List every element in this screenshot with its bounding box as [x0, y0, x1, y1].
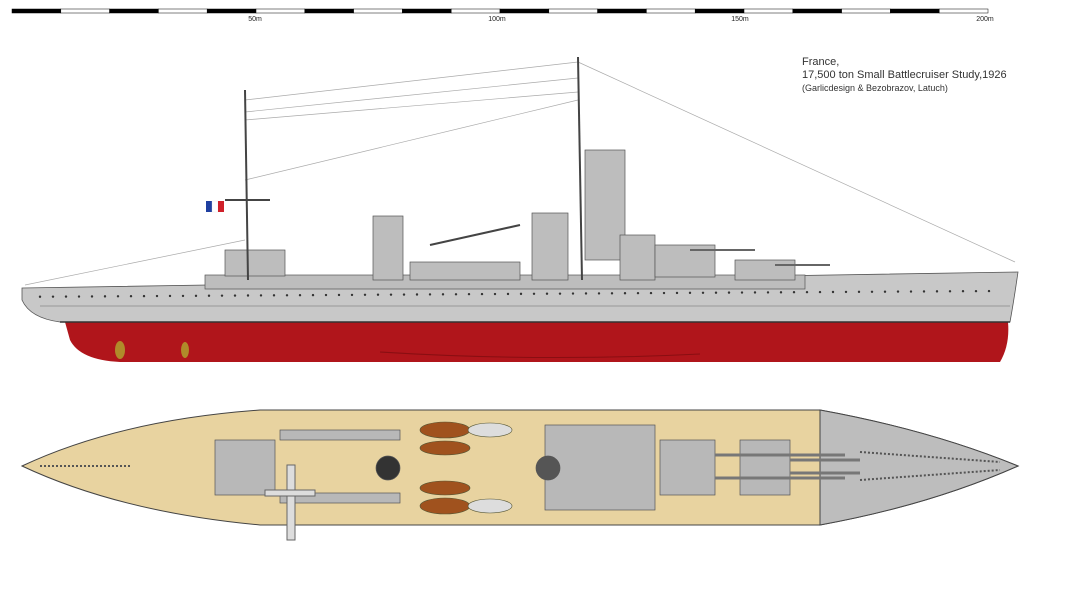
porthole: [480, 292, 484, 296]
porthole: [753, 291, 757, 294]
caption: France, 17,500 ton Small Battlecruiser S…: [802, 56, 1007, 95]
propellers: [115, 341, 189, 359]
rigging: [24, 61, 1016, 286]
porthole: [792, 291, 796, 294]
porthole: [805, 290, 809, 294]
french-flag-icon: [206, 200, 224, 213]
porthole: [948, 290, 952, 293]
porthole: [532, 292, 536, 295]
porthole: [311, 293, 315, 297]
scale-label-50: 50m: [248, 16, 262, 23]
porthole: [428, 293, 432, 296]
porthole: [181, 294, 185, 298]
porthole: [831, 290, 835, 294]
porthole: [935, 290, 939, 293]
porthole: [337, 293, 341, 297]
porthole: [389, 293, 393, 296]
porthole: [285, 294, 289, 297]
porthole: [441, 293, 445, 296]
porthole: [168, 294, 172, 298]
porthole: [740, 291, 744, 294]
porthole: [662, 291, 666, 295]
porthole: [584, 292, 588, 295]
porthole: [883, 290, 887, 293]
porthole: [896, 290, 900, 293]
porthole: [493, 292, 497, 296]
porthole: [545, 292, 549, 295]
scale-label-150: 150m: [731, 16, 749, 23]
anchor-chains: [40, 451, 1001, 481]
porthole: [818, 290, 822, 294]
porthole: [857, 290, 861, 294]
porthole: [675, 291, 679, 295]
caption-credits: (Garlicdesign & Bezobrazov, Latuch): [802, 83, 948, 93]
porthole: [714, 291, 718, 294]
gun-barrels-top: [715, 453, 860, 480]
porthole: [727, 291, 731, 294]
porthole: [987, 289, 991, 293]
masts: [225, 56, 583, 281]
porthole: [90, 295, 94, 298]
boats: [419, 421, 513, 515]
porthole: [597, 292, 601, 295]
porthole: [506, 292, 510, 296]
porthole: [779, 291, 783, 294]
hull-red-underwater: [65, 322, 1009, 362]
porthole: [116, 295, 120, 298]
scale-label-200: 200m: [976, 16, 994, 23]
scale-bar: [11, 8, 989, 14]
porthole: [324, 293, 328, 297]
porthole: [207, 294, 211, 297]
porthole: [233, 294, 237, 297]
porthole: [220, 294, 224, 297]
porthole: [77, 295, 81, 298]
porthole: [688, 291, 692, 295]
porthole: [610, 292, 614, 295]
porthole: [246, 294, 250, 297]
porthole: [649, 291, 653, 295]
porthole: [415, 293, 419, 296]
scale-label-100: 100m: [488, 16, 506, 23]
porthole: [103, 295, 107, 298]
porthole: [623, 292, 627, 295]
porthole: [194, 294, 198, 298]
porthole: [376, 293, 380, 296]
porthole: [571, 292, 575, 295]
porthole: [272, 294, 276, 297]
porthole: [64, 295, 68, 298]
porthole: [766, 291, 770, 294]
porthole: [155, 294, 159, 298]
porthole: [402, 293, 406, 296]
porthole: [259, 294, 263, 297]
porthole: [870, 290, 874, 293]
porthole: [38, 295, 42, 298]
gun-barrels: [690, 249, 830, 266]
porthole: [454, 293, 458, 296]
seaplane-icon: [264, 464, 316, 541]
porthole: [519, 292, 523, 296]
porthole: [922, 290, 926, 293]
porthole: [298, 294, 302, 297]
porthole: [558, 292, 562, 295]
scale-segment: [938, 8, 989, 14]
porthole: [844, 290, 848, 294]
porthole: [636, 291, 640, 295]
porthole: [51, 295, 55, 298]
caption-title: 17,500 ton Small Battlecruiser Study,192…: [802, 69, 1007, 81]
portholes: [38, 289, 991, 298]
porthole: [974, 289, 978, 293]
deck-structures: [214, 424, 791, 511]
porthole: [701, 291, 705, 294]
porthole: [961, 290, 965, 293]
porthole: [363, 293, 367, 297]
porthole: [142, 294, 146, 298]
porthole: [467, 292, 471, 296]
porthole: [129, 295, 133, 298]
caption-country: France,: [802, 56, 840, 68]
porthole: [350, 293, 354, 297]
porthole: [909, 290, 913, 293]
forecastle-gray: [819, 409, 1020, 526]
